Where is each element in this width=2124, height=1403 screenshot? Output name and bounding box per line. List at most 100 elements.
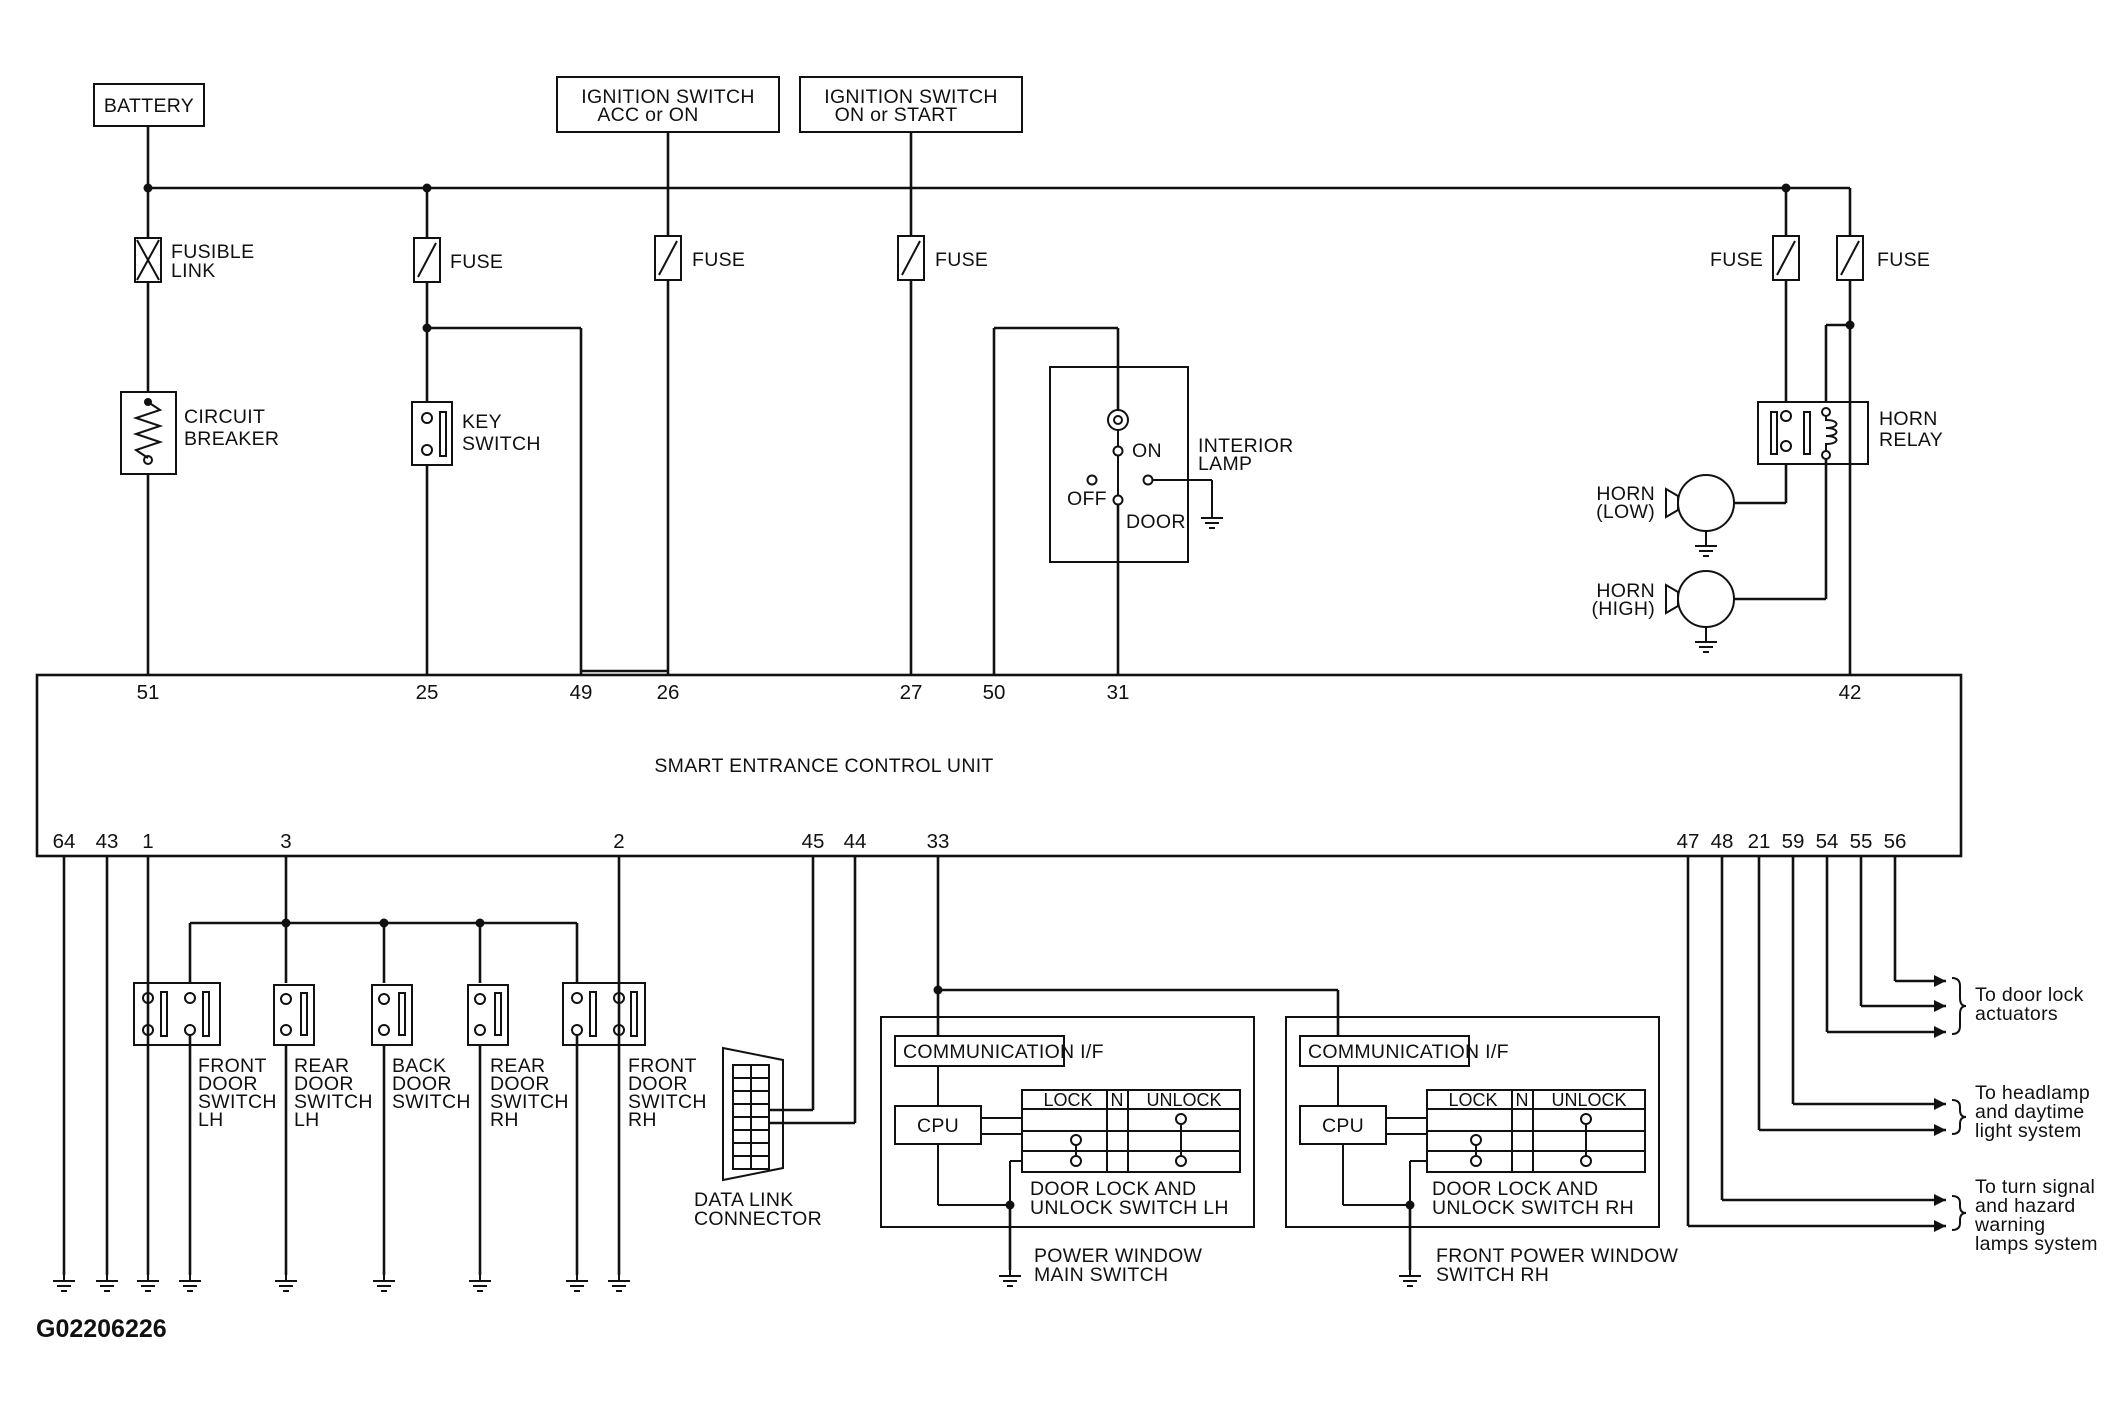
- svg-text:SWITCH: SWITCH: [628, 1091, 707, 1113]
- pin-33: 33: [927, 830, 950, 853]
- svg-text:FUSE: FUSE: [1877, 249, 1930, 271]
- svg-text:SWITCH RH: SWITCH RH: [1436, 1264, 1549, 1286]
- ign-acc-fuse: FUSE: [581, 132, 745, 675]
- svg-text:RELAY: RELAY: [1879, 429, 1943, 451]
- svg-text:DOOR LOCK AND: DOOR LOCK AND: [1432, 1178, 1598, 1200]
- svg-text:MAIN SWITCH: MAIN SWITCH: [1034, 1264, 1168, 1286]
- pin-50: 50: [983, 681, 1006, 704]
- svg-text:BATTERY: BATTERY: [104, 95, 194, 117]
- ign-start-fuse: FUSE: [897, 132, 988, 675]
- svg-text:CIRCUIT: CIRCUIT: [184, 406, 265, 428]
- svg-text:DOOR: DOOR: [198, 1073, 258, 1095]
- svg-text:CPU: CPU: [917, 1115, 959, 1137]
- reference-code: G02206226: [36, 1315, 167, 1343]
- svg-text:HORN: HORN: [1879, 408, 1938, 430]
- pin-55: 55: [1850, 830, 1873, 853]
- svg-text:INTERIOR: INTERIOR: [1198, 435, 1294, 457]
- fusible-link: FUSIBLE LINK: [134, 188, 254, 283]
- svg-text:ON: ON: [1132, 440, 1162, 462]
- power-window-main-switch: COMMUNICATION I/F CPU LOCK N UNLOCK DOOR…: [880, 1016, 1255, 1287]
- rear-door-switch-lh: REAR DOOR SWITCH LH: [273, 984, 373, 1292]
- svg-text:N: N: [1516, 1090, 1529, 1110]
- pin-3: 3: [280, 830, 291, 853]
- svg-text:FUSIBLE: FUSIBLE: [171, 241, 254, 263]
- svg-text:DOOR LOCK AND: DOOR LOCK AND: [1030, 1178, 1196, 1200]
- pin-43: 43: [96, 830, 119, 853]
- pin-49: 49: [570, 681, 593, 704]
- svg-text:IGNITION SWITCH: IGNITION SWITCH: [581, 86, 755, 108]
- svg-text:OFF: OFF: [1067, 488, 1107, 510]
- svg-text:REAR: REAR: [490, 1055, 545, 1077]
- svg-text:lamps system: lamps system: [1975, 1233, 2098, 1255]
- smart-entrance-control-unit: SMART ENTRANCE CONTROL UNIT: [35, 673, 1963, 858]
- pin-1: 1: [142, 830, 153, 853]
- svg-text:LOCK: LOCK: [1043, 1090, 1092, 1110]
- svg-text:UNLOCK: UNLOCK: [1551, 1090, 1626, 1110]
- svg-text:SWITCH: SWITCH: [490, 1091, 569, 1113]
- pin-44: 44: [844, 830, 867, 853]
- svg-text:To headlamp: To headlamp: [1975, 1082, 2090, 1104]
- horn-low: HORN (LOW): [1596, 474, 1735, 557]
- svg-text:SWITCH: SWITCH: [462, 433, 541, 455]
- front-door-switch-lh: FRONT DOOR SWITCH LH: [133, 982, 277, 1292]
- svg-text:HORN: HORN: [1596, 580, 1655, 602]
- ignition-switch-acc-box: IGNITION SWITCH ACC or ON: [556, 76, 780, 133]
- svg-text:DOOR: DOOR: [1126, 511, 1186, 533]
- pin-31: 31: [1107, 681, 1130, 704]
- svg-text:DOOR: DOOR: [490, 1073, 550, 1095]
- svg-text:FUSE: FUSE: [450, 251, 503, 273]
- svg-text:LOCK: LOCK: [1448, 1090, 1497, 1110]
- pin-26: 26: [657, 681, 680, 704]
- svg-text:(HIGH): (HIGH): [1591, 598, 1655, 620]
- svg-text:SMART ENTRANCE CONTROL UNIT: SMART ENTRANCE CONTROL UNIT: [654, 755, 993, 777]
- pin-25: 25: [416, 681, 439, 704]
- output-headlamp-system: To headlamp and daytime light system: [1757, 856, 2090, 1142]
- horn-fuses: FUSE FUSE: [1710, 188, 1930, 675]
- pin-27: 27: [900, 681, 923, 704]
- svg-text:SWITCH: SWITCH: [198, 1091, 277, 1113]
- horn-high: HORN (HIGH): [1591, 570, 1735, 653]
- svg-text:COMMUNICATION I/F: COMMUNICATION I/F: [1308, 1041, 1509, 1063]
- pin-54: 54: [1816, 830, 1839, 853]
- svg-text:REAR: REAR: [294, 1055, 349, 1077]
- svg-text:ACC or ON: ACC or ON: [597, 104, 698, 126]
- front-power-window-switch-rh: COMMUNICATION I/F CPU LOCK N UNLOCK DOOR…: [1285, 1016, 1678, 1287]
- battery-bus: [143, 126, 1852, 236]
- ground-pins: [52, 856, 119, 1292]
- pin-42: 42: [1839, 681, 1862, 704]
- svg-text:FUSE: FUSE: [935, 249, 988, 271]
- battery-box: BATTERY: [93, 83, 205, 127]
- top-pin-labels: 51 25 49 26 27 50 31 42: [137, 681, 1862, 704]
- svg-text:and daytime: and daytime: [1975, 1101, 2085, 1123]
- svg-text:ON or START: ON or START: [835, 104, 958, 126]
- ignition-switch-start-box: IGNITION SWITCH ON or START: [799, 76, 1023, 133]
- data-link-connector: DATA LINK CONNECTOR: [694, 856, 857, 1230]
- bottom-pin-labels: 64 43 1 3 2 45 44 33 47 48 21 59 54 55 5…: [53, 830, 1907, 853]
- svg-text:DOOR: DOOR: [628, 1073, 688, 1095]
- svg-text:To door lock: To door lock: [1975, 984, 2084, 1006]
- output-door-lock-actuators: To door lock actuators: [1825, 856, 2084, 1038]
- svg-text:actuators: actuators: [1975, 1003, 2058, 1025]
- svg-text:(LOW): (LOW): [1596, 501, 1655, 523]
- svg-text:UNLOCK: UNLOCK: [1146, 1090, 1221, 1110]
- svg-text:LAMP: LAMP: [1198, 453, 1252, 475]
- svg-text:UNLOCK SWITCH LH: UNLOCK SWITCH LH: [1030, 1197, 1229, 1219]
- svg-text:SWITCH: SWITCH: [294, 1091, 373, 1113]
- svg-text:RH: RH: [490, 1109, 519, 1131]
- key-switch-branch: FUSE: [413, 188, 583, 675]
- output-turn-signal-system: To turn signal and hazard warning lamps …: [1686, 856, 2098, 1255]
- svg-text:FRONT: FRONT: [198, 1055, 267, 1077]
- svg-text:DATA LINK: DATA LINK: [694, 1189, 794, 1211]
- svg-text:To turn signal: To turn signal: [1975, 1176, 2095, 1198]
- svg-text:COMMUNICATION I/F: COMMUNICATION I/F: [903, 1041, 1104, 1063]
- pin-48: 48: [1711, 830, 1734, 853]
- svg-text:FUSE: FUSE: [692, 249, 745, 271]
- svg-text:CPU: CPU: [1322, 1115, 1364, 1137]
- svg-text:LINK: LINK: [171, 260, 216, 282]
- svg-text:BACK: BACK: [392, 1055, 446, 1077]
- door-switch-bus: [146, 856, 621, 1275]
- svg-text:RH: RH: [628, 1109, 657, 1131]
- svg-text:N: N: [1111, 1090, 1124, 1110]
- circuit-breaker: CIRCUIT BREAKER: [120, 282, 279, 675]
